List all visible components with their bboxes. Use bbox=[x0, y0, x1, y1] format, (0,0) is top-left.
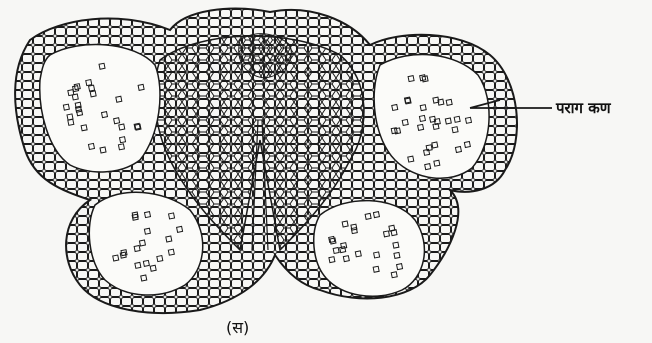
pollen-sac-bottom-left bbox=[89, 192, 202, 295]
pollen-grains-label: पराग कण bbox=[556, 101, 611, 116]
figure-caption: (स) bbox=[226, 320, 249, 336]
pollen-sac-bottom-right bbox=[314, 201, 425, 297]
